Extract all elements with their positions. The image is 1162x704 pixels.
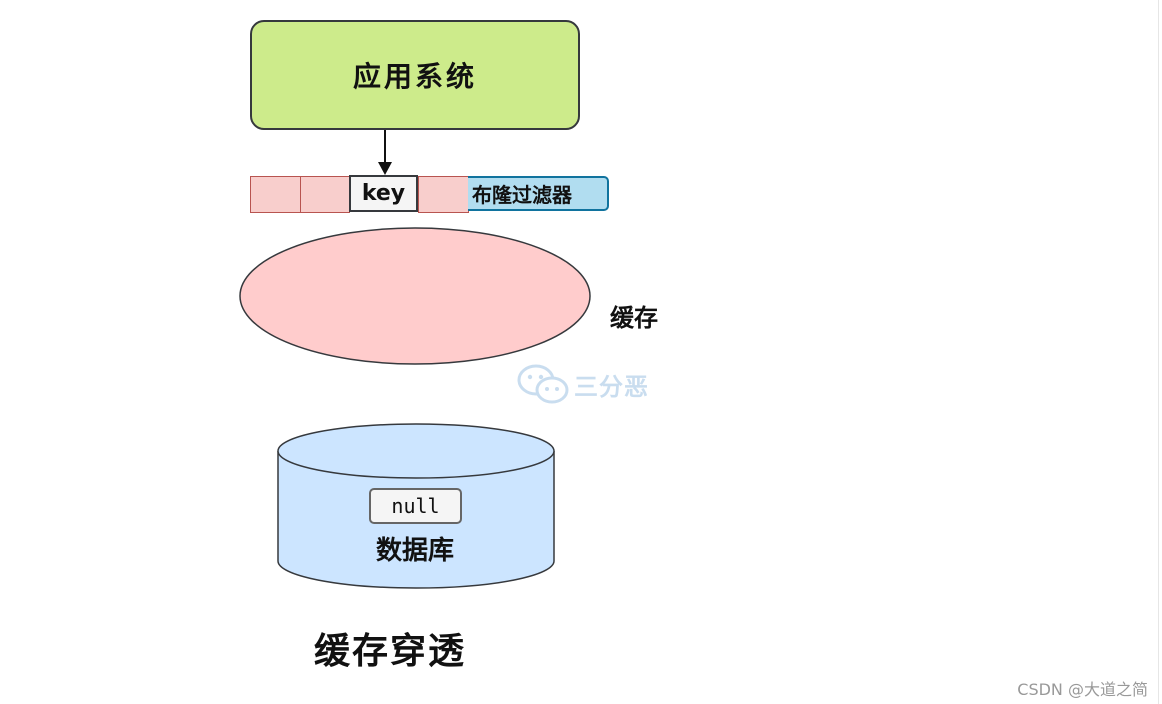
app-system-label: 应用系统 <box>352 60 477 93</box>
bloom-filter-label: 布隆过滤器 <box>472 183 572 207</box>
cache-ellipse <box>239 227 591 365</box>
database-label: 数据库 <box>375 536 454 566</box>
bloom-filter-bit-cell <box>250 176 301 213</box>
bloom-filter-key-label: key <box>361 181 406 206</box>
bloom-filter-key-cell: key <box>349 175 418 212</box>
query-arrow <box>378 130 392 175</box>
null-value-label: null <box>391 494 440 518</box>
source-credit: CSDN @大道之简 <box>1017 680 1148 699</box>
watermark-text: 三分恶 <box>574 372 649 401</box>
cache-label: 缓存 <box>610 303 658 332</box>
page-edge-divider <box>1158 0 1159 704</box>
bloom-filter-bit-cell <box>300 176 350 213</box>
app-system-box: 应用系统 <box>250 20 580 130</box>
watermark: 三分恶 <box>516 362 649 406</box>
null-value-box: null <box>369 488 462 524</box>
diagram-caption: 缓存穿透 <box>314 630 467 672</box>
bloom-filter-label-box: 布隆过滤器 <box>468 176 609 211</box>
wechat-icon <box>517 364 569 404</box>
bloom-filter-bit-cell <box>418 176 469 213</box>
